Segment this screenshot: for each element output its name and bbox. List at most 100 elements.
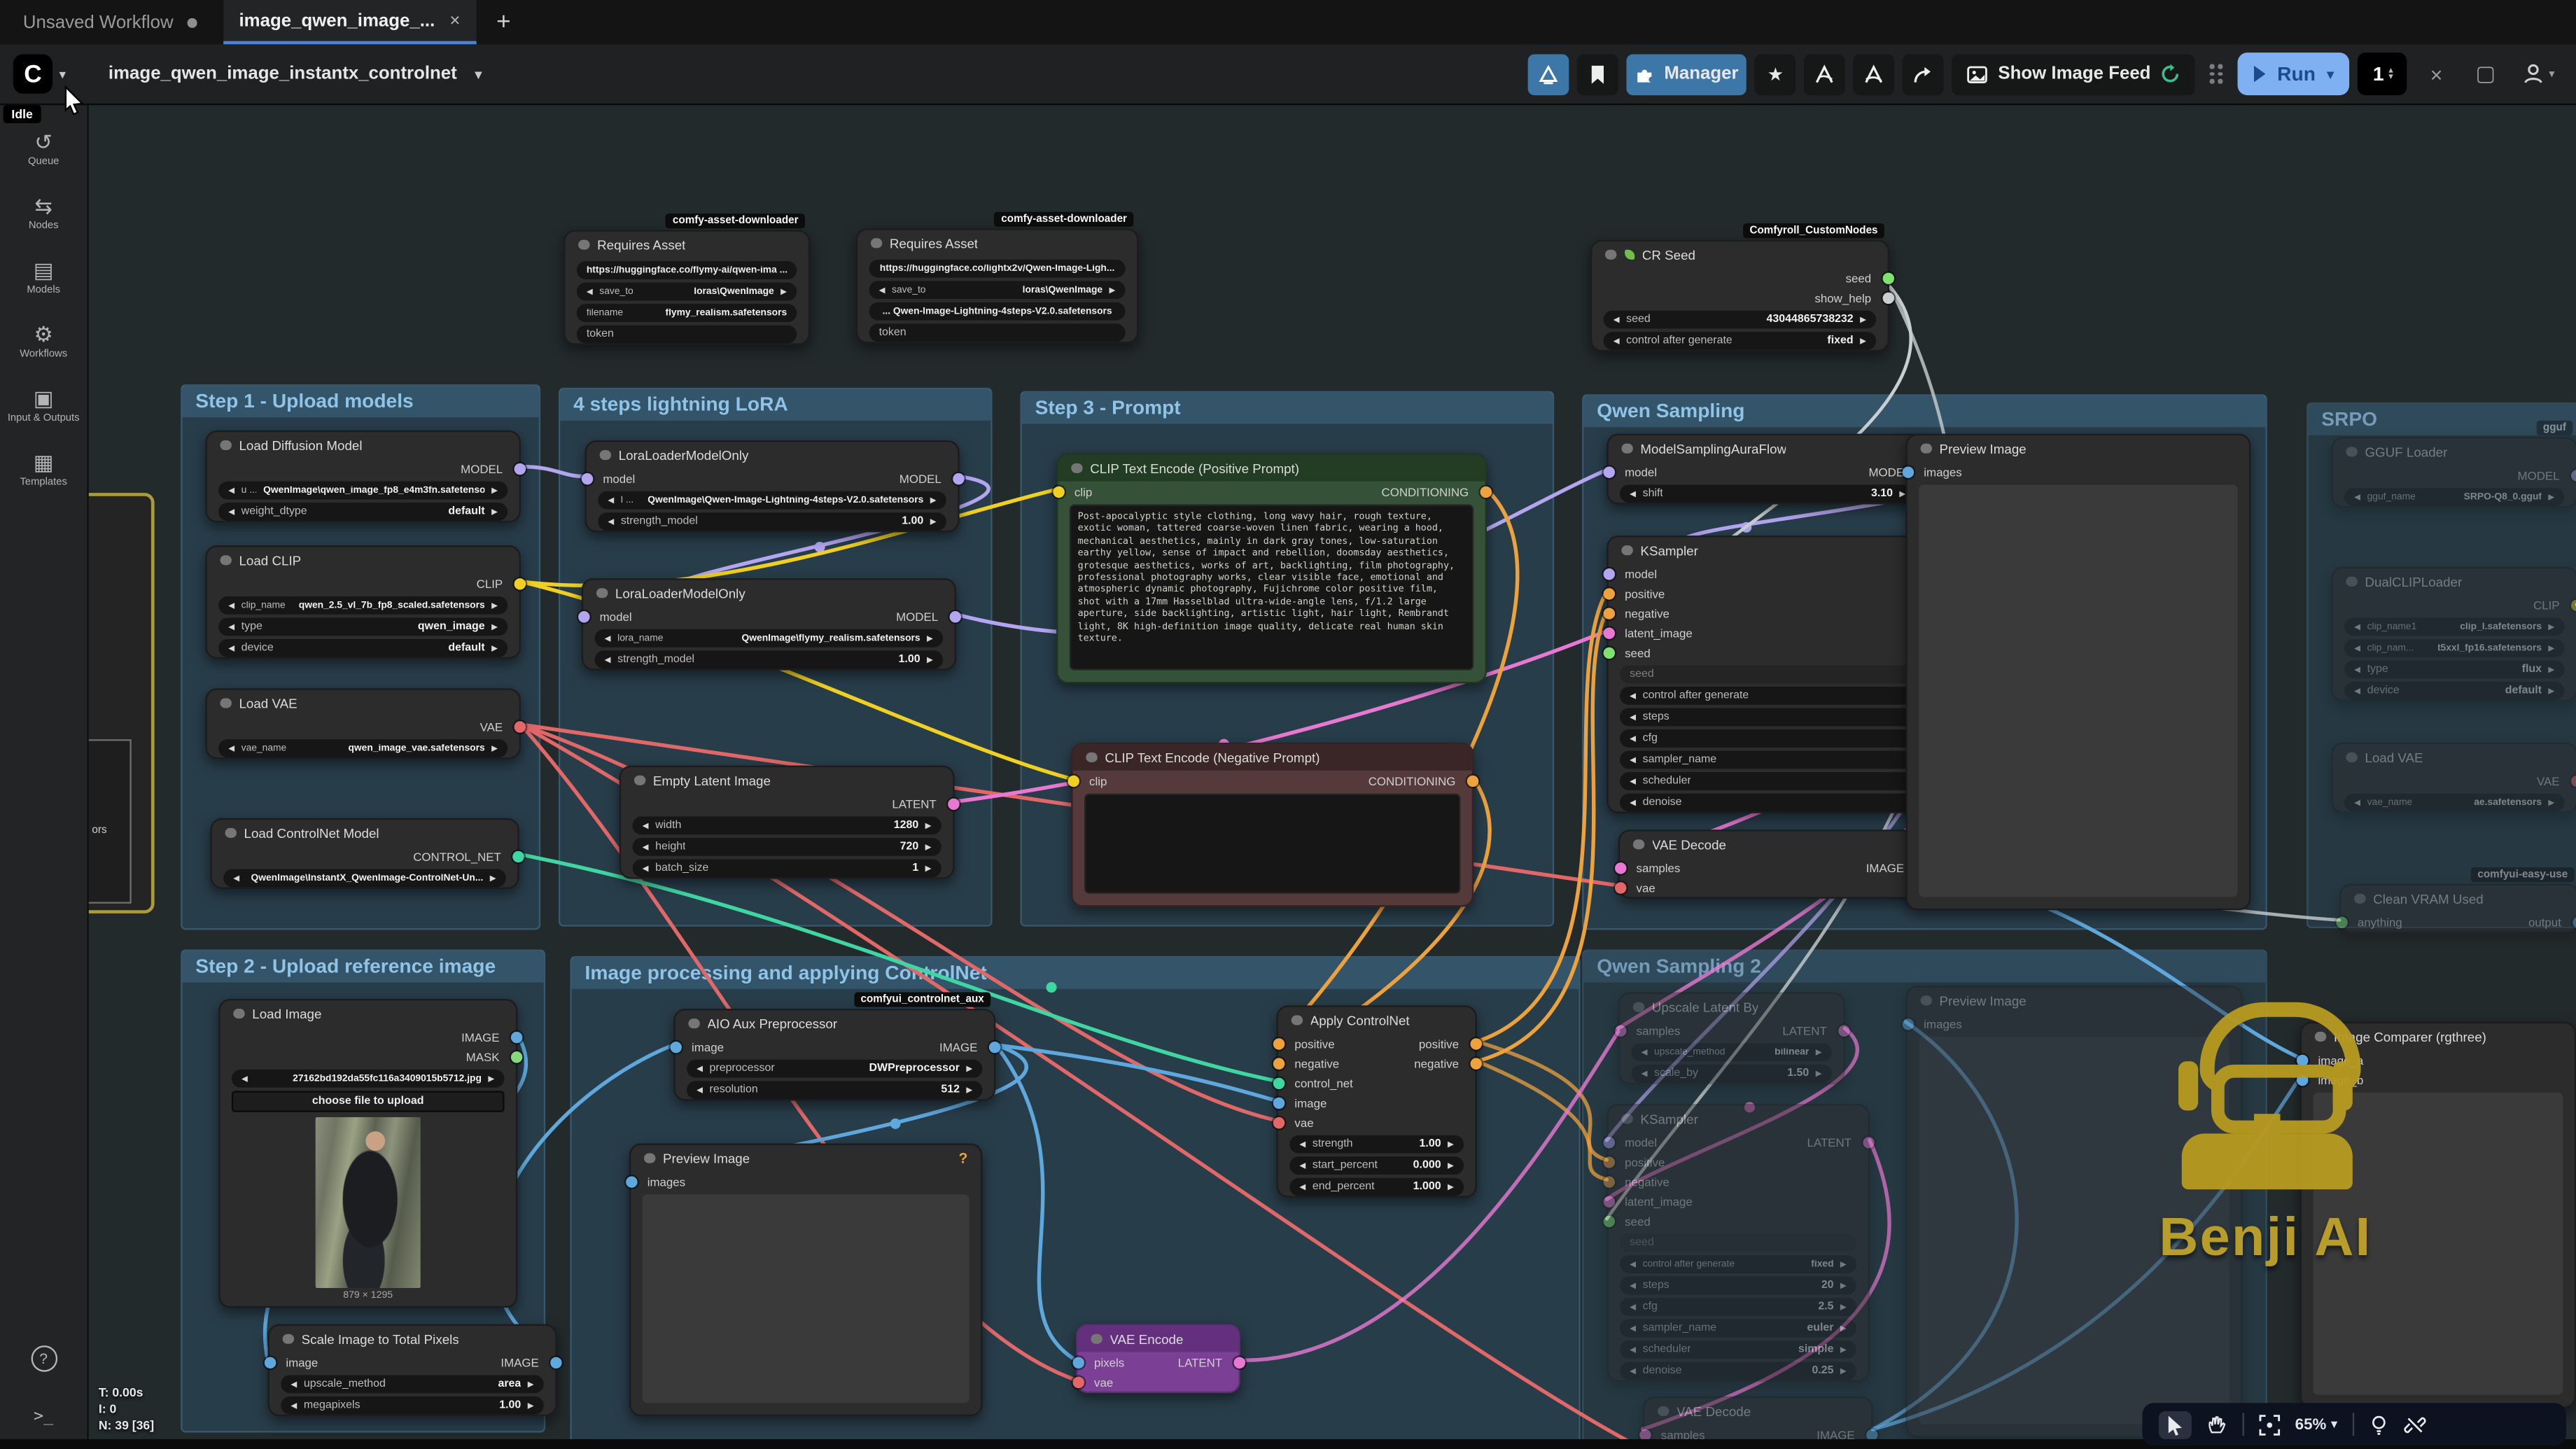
collapse-dot[interactable]: [600, 449, 610, 460]
node-aio-aux-preprocessor[interactable]: comfyui_controlnet_auxAIO Aux Preprocess…: [673, 1009, 995, 1100]
node-preview-image-2[interactable]: Preview Image?images: [629, 1143, 983, 1416]
node-asset-downloader-2[interactable]: comfy-asset-downloaderRequires Assethttp…: [856, 228, 1139, 343]
output-port-LATENT[interactable]: [1233, 1356, 1244, 1367]
group-title-step1[interactable]: Step 1 - Upload models: [183, 386, 539, 418]
collapse-dot[interactable]: [578, 239, 589, 250]
widget-token[interactable]: token: [869, 323, 1126, 342]
output-port-IMAGE[interactable]: [510, 1031, 522, 1042]
node-vae-encode[interactable]: VAE EncodepixelsLATENTvae: [1076, 1324, 1240, 1394]
node-srpo-load-vae[interactable]: Load VAEVAE◀vae_nameae.safetensors▶: [2331, 743, 2576, 813]
widget-type[interactable]: ◀typeqwen_image▶: [218, 617, 507, 636]
manager-button[interactable]: Manager: [1626, 53, 1746, 94]
node-empty-latent-image[interactable]: Empty Latent ImageLATENT◀width1280▶◀heig…: [620, 766, 955, 879]
select-tool-button[interactable]: [2159, 1410, 2192, 1438]
output-port-CLIP[interactable]: [2570, 598, 2576, 610]
widget-device[interactable]: ◀devicedefault▶: [218, 639, 507, 657]
widget-scheduler[interactable]: ◀schedulersimple▶: [1620, 1340, 1856, 1359]
collapse-dot[interactable]: [283, 1334, 293, 1344]
zoom-level-dropdown[interactable]: 65% ▾: [2295, 1415, 2337, 1434]
collapse-dot[interactable]: [2346, 576, 2356, 587]
toggle-badges-button[interactable]: [1854, 53, 1895, 94]
user-account-button[interactable]: ▾: [2514, 53, 2563, 94]
node-load-clip[interactable]: Load CLIPCLIP◀clip_nameqwen_2.5_vl_7b_fp…: [205, 545, 521, 659]
node-clip-text-encode-positive[interactable]: CLIP Text Encode (Positive Prompt)clipCO…: [1056, 454, 1487, 684]
collapse-dot[interactable]: [233, 1008, 244, 1018]
group-title-lora[interactable]: 4 steps lightning LoRA: [560, 389, 990, 421]
widget-control after generate[interactable]: ◀control after generatefixed▶: [1604, 332, 1877, 350]
sidebar-item-templates[interactable]: ▦ Templates: [20, 451, 66, 488]
sidebar-item-input-outputs[interactable]: ▣ Input & Outputs: [8, 388, 80, 424]
widget-shift[interactable]: ◀shift3.10▶: [1620, 484, 1915, 503]
widget-clip_nam...[interactable]: ◀clip_nam...t5xxl_fp16.safetensors▶: [2344, 639, 2564, 657]
node-lora-loader-2[interactable]: LoraLoaderModelOnlymodelMODEL◀lora_nameQ…: [582, 578, 956, 670]
output-port-LATENT[interactable]: [1862, 1136, 1873, 1147]
widget-preprocessor[interactable]: ◀preprocessorDWPreprocessor▶: [687, 1060, 982, 1078]
node-model-sampling-auraflow[interactable]: ModelSamplingAuraFlowmodelMODEL◀shift3.1…: [1606, 434, 1928, 505]
batch-count-stepper[interactable]: 1 ▴▾: [2358, 52, 2407, 95]
collapse-dot[interactable]: [644, 1153, 654, 1163]
share-button[interactable]: [1903, 53, 1944, 94]
output-port-VAE[interactable]: [513, 720, 524, 732]
node-dual-clip-loader[interactable]: DualCLIPLoaderCLIP◀clip_name1clip_l.safe…: [2331, 567, 2576, 701]
sidebar-item-nodes[interactable]: ⇆ Nodes: [29, 195, 59, 232]
node-ksampler-2[interactable]: KSamplermodelLATENTpositivenegativelaten…: [1606, 1104, 1870, 1382]
widget-cfg[interactable]: ◀cfg2.5▶: [1620, 1298, 1856, 1316]
collapse-dot[interactable]: [1621, 545, 1632, 556]
widget-text[interactable]: https://huggingface.co/lightx2v/Qwen-Ima…: [869, 260, 1126, 278]
widget-save_to[interactable]: ◀save_toloras\QwenImage▶: [869, 281, 1126, 299]
collapse-dot[interactable]: [596, 588, 607, 598]
widget-batch_size[interactable]: ◀batch_size1▶: [633, 859, 941, 877]
widget-upscale_method[interactable]: ◀upscale_methodarea▶: [281, 1375, 544, 1393]
node-clip-text-encode-negative[interactable]: CLIP Text Encode (Negative Prompt)clipCO…: [1071, 743, 1474, 907]
active-workflow-tab[interactable]: image_qwen_image_... ×: [223, 0, 477, 44]
widget-resolution[interactable]: ◀resolution512▶: [687, 1081, 982, 1099]
widget-sampler_name[interactable]: ◀sampler_nameeuler▶: [1620, 1320, 1856, 1338]
widget-lora_name[interactable]: ◀lora_nameQwenImage\flymy_realism.safete…: [595, 629, 944, 648]
new-tab-button[interactable]: +: [496, 8, 511, 36]
widget-combo[interactable]: ◀QwenImage\InstantX_QwenImage-ControlNet…: [223, 869, 506, 888]
collapse-dot[interactable]: [225, 827, 236, 838]
collapse-dot[interactable]: [634, 775, 645, 785]
help-icon[interactable]: ?: [30, 1345, 57, 1372]
widget-strength[interactable]: ◀strength1.00▶: [1289, 1135, 1464, 1154]
collapse-dot[interactable]: [2346, 752, 2356, 762]
widget-token[interactable]: token: [577, 326, 797, 344]
widget-u ...[interactable]: ◀u ...QwenImage\qwen_image_fp8_e4m3fn.sa…: [218, 482, 507, 500]
output-port-positive[interactable]: [1469, 1037, 1480, 1049]
logo-menu-chevron-icon[interactable]: ▾: [59, 66, 65, 81]
collapse-dot[interactable]: [1921, 995, 1931, 1006]
node-scale-image-to-total-pixels[interactable]: Scale Image to Total PixelsimageIMAGE◀up…: [268, 1324, 557, 1416]
collapse-dot[interactable]: [1633, 839, 1644, 850]
batch-count-spinner[interactable]: ▴▾: [2389, 67, 2393, 80]
widget-strength_model[interactable]: ◀strength_model1.00▶: [595, 650, 944, 668]
collapse-dot[interactable]: [220, 555, 230, 566]
node-load-image[interactable]: Load ImageIMAGEMASK◀27162bd192da55fc116a…: [218, 999, 517, 1308]
prompt-textarea[interactable]: Post-apocalyptic style clothing, long wa…: [1070, 505, 1474, 671]
widget-seed[interactable]: ◀seed43044865738232▶: [1604, 311, 1877, 329]
widget-combo[interactable]: ◀27162bd192da55fc116a3409015b5712.jpg▶: [232, 1070, 505, 1088]
output-port-VAE[interactable]: [2570, 775, 2576, 786]
node-lora-loader-1[interactable]: LoraLoaderModelOnlymodelMODEL◀l ...QwenI…: [585, 440, 960, 532]
star-button[interactable]: ★: [1755, 53, 1796, 94]
toolbar-drag-handle[interactable]: [2210, 64, 2223, 83]
collapse-dot[interactable]: [220, 440, 230, 450]
workflow-menu-item[interactable]: Unsaved Workflow: [23, 13, 197, 32]
workflow-overview-button[interactable]: [1528, 53, 1569, 94]
widget-start_percent[interactable]: ◀start_percent0.000▶: [1289, 1156, 1464, 1175]
terminal-icon[interactable]: >_: [34, 1408, 53, 1426]
output-port-CONTROL_NET[interactable]: [512, 850, 523, 862]
node-help-icon[interactable]: ?: [958, 1150, 967, 1166]
lightbulb-button[interactable]: [2368, 1414, 2388, 1436]
output-port-IMAGE[interactable]: [1865, 1429, 1877, 1440]
node-preview-image-1[interactable]: Preview Imageimages: [1905, 434, 2250, 911]
output-port-show_help[interactable]: [1882, 292, 1893, 303]
output-port-CLIP[interactable]: [513, 578, 524, 589]
output-port-LATENT[interactable]: [1837, 1024, 1849, 1035]
collapse-dot[interactable]: [1633, 1002, 1644, 1012]
group-title-qwen-sampling-2[interactable]: Qwen Sampling 2: [1583, 951, 2265, 983]
widget-seed[interactable]: seed: [1620, 1234, 1856, 1252]
sidebar-item-models[interactable]: ▤ Models: [27, 260, 60, 296]
output-port-negative[interactable]: [1469, 1057, 1480, 1068]
node-upscale-latent-by[interactable]: Upscale Latent BysamplesLATENT◀upscale_m…: [1618, 993, 1845, 1084]
node-gguf-loader[interactable]: ggufGGUF LoaderMODEL◀gguf_nameSRPO-Q8_0.…: [2331, 437, 2576, 507]
